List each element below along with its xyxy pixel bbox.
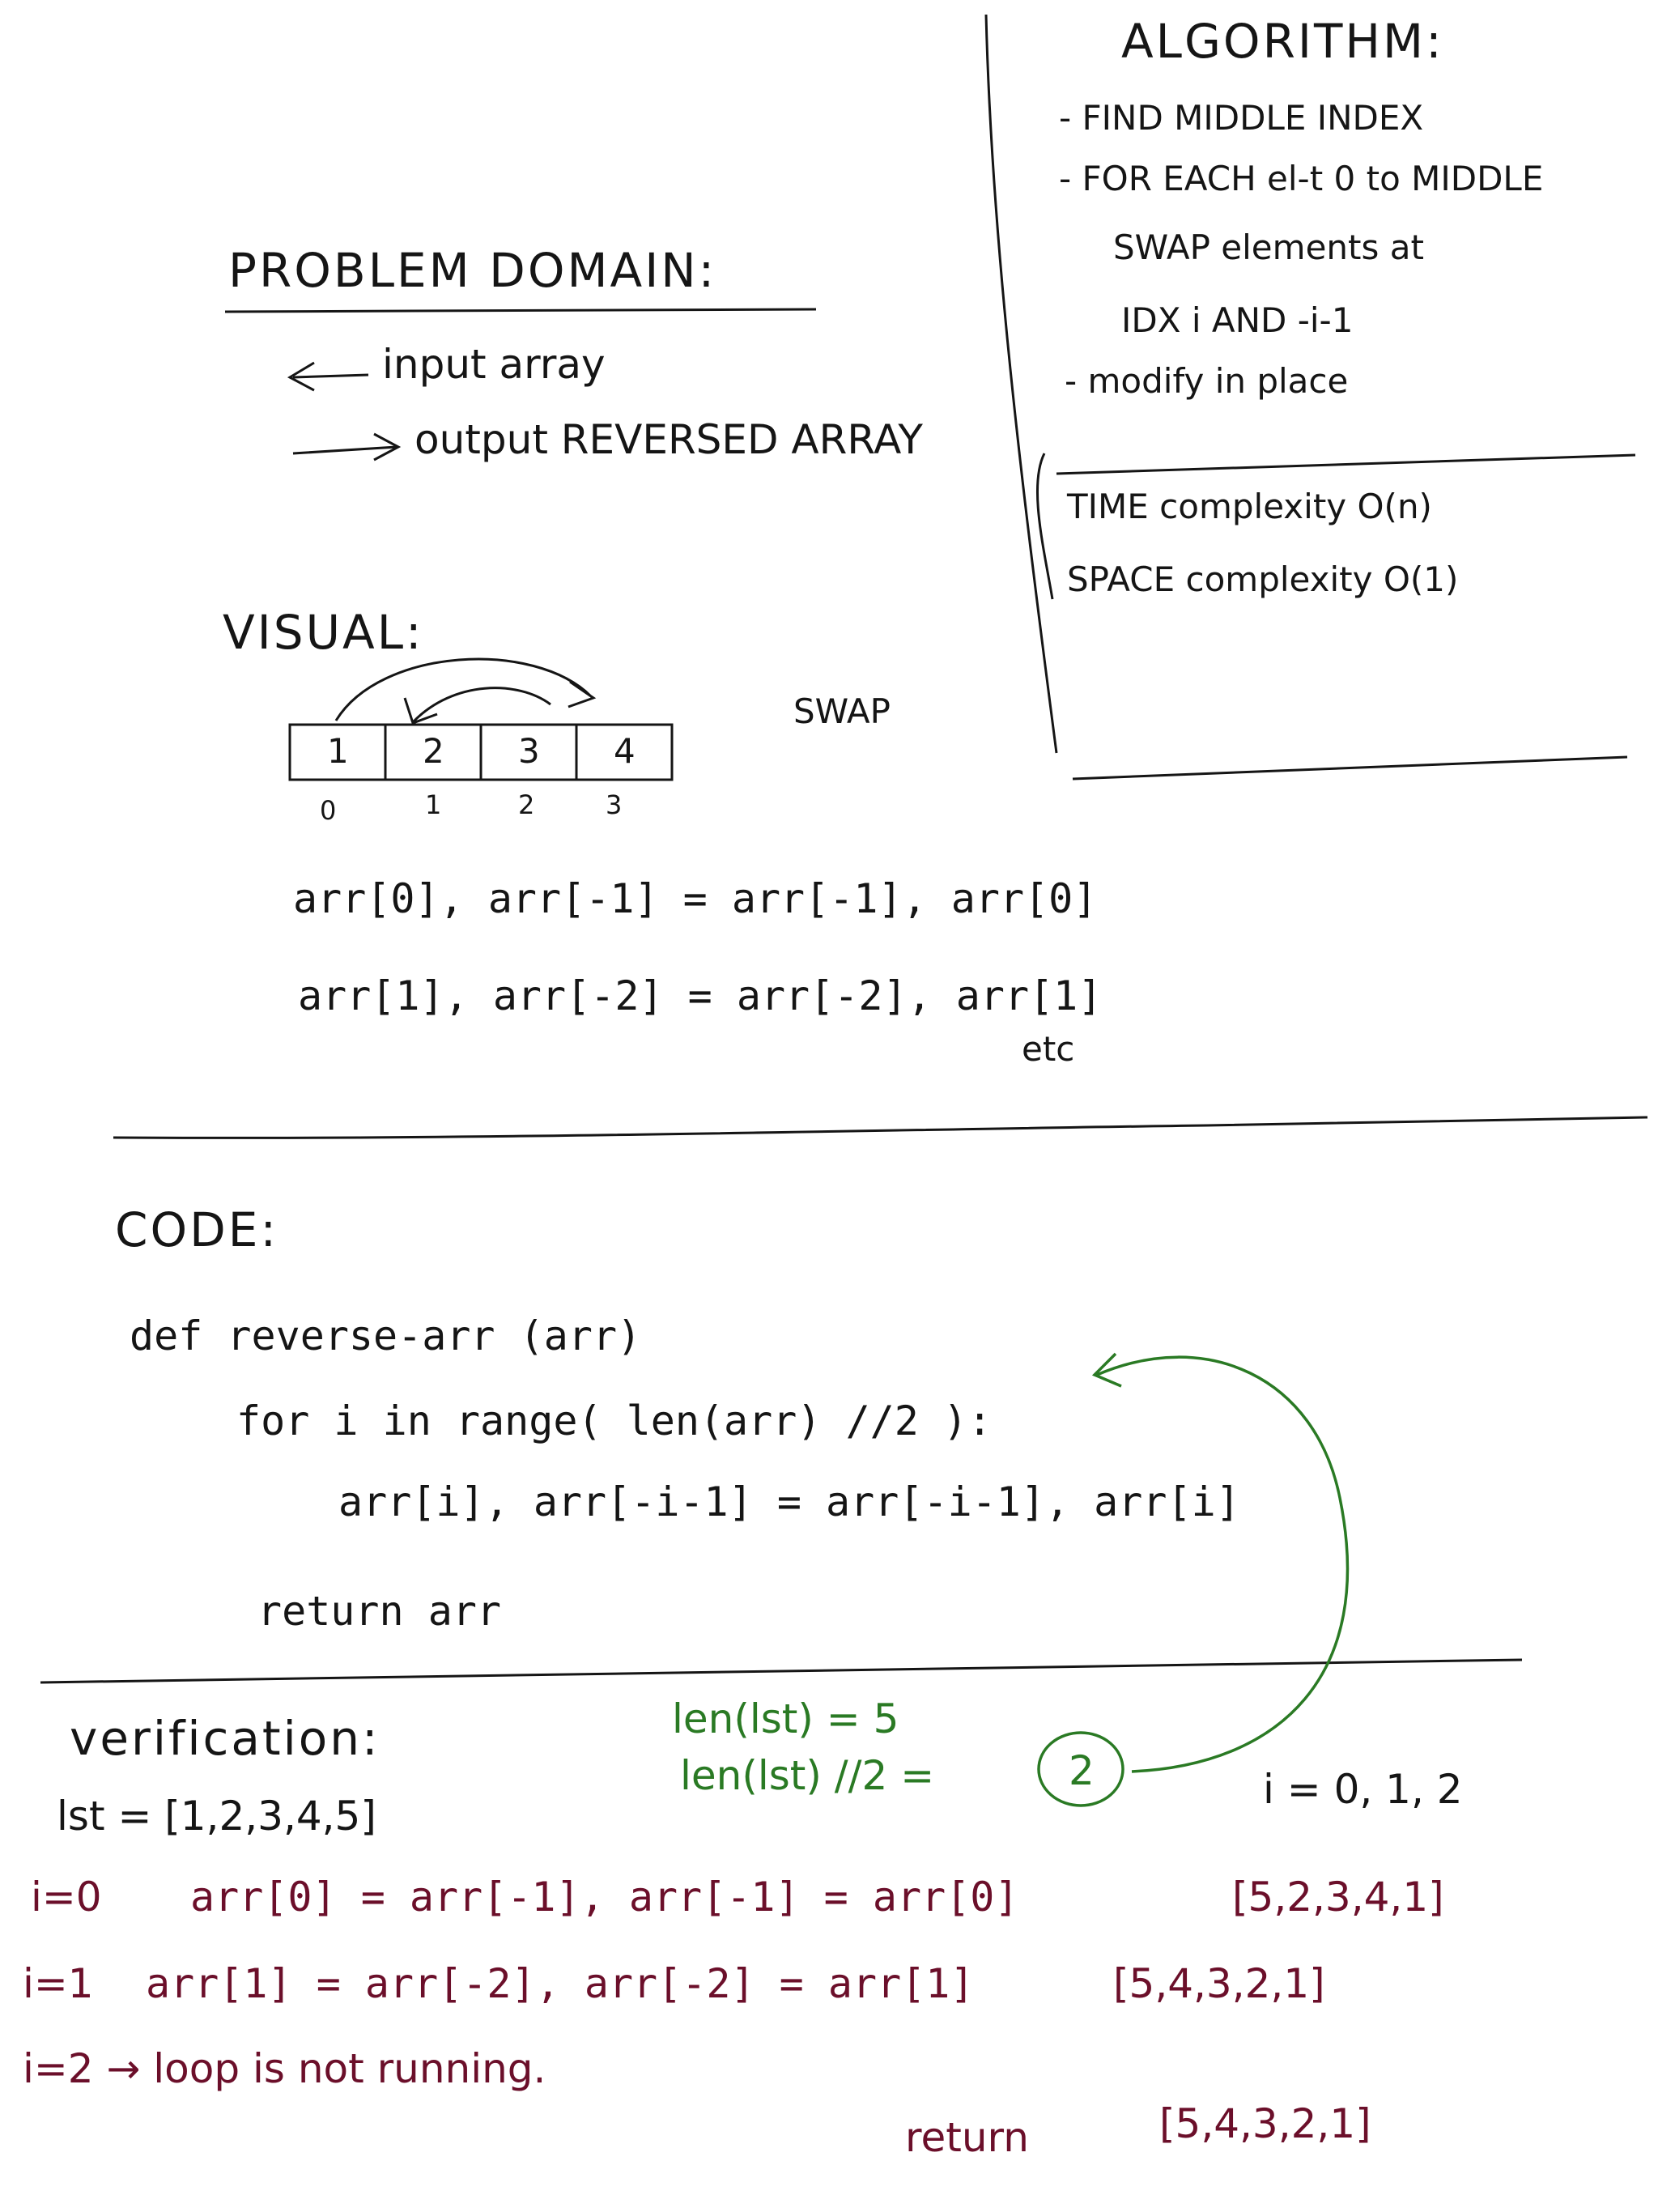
visual-title: VISUAL: xyxy=(223,605,424,660)
algorithm-separator xyxy=(1056,453,1636,475)
array-index-0: 0 xyxy=(320,795,337,826)
input-arrow-line xyxy=(287,361,369,392)
output-arrow-line xyxy=(292,432,402,462)
row1-expression: arr[1] = arr[-2], arr[-2] = arr[1] xyxy=(146,1960,975,2007)
row2-text: i=2 → loop is not running. xyxy=(23,2045,546,2092)
array-index-2: 2 xyxy=(518,789,535,820)
row0-result: [5,2,3,4,1] xyxy=(1232,1874,1444,1921)
complexity-bracket xyxy=(1035,453,1054,600)
verification-half-value: 2 xyxy=(1069,1747,1095,1794)
algorithm-step-2: - FOR EACH el-t 0 to MIDDLE xyxy=(1059,159,1544,198)
verification-i-values: i = 0, 1, 2 xyxy=(1263,1766,1463,1813)
verification-half: len(lst) //2 = xyxy=(680,1752,935,1799)
row1-result: [5,4,3,2,1] xyxy=(1113,1960,1325,2007)
verification-len: len(lst) = 5 xyxy=(672,1695,899,1742)
visual-equation-1: arr[0], arr[-1] = arr[-1], arr[0] xyxy=(293,875,1098,922)
visual-etc: etc xyxy=(1022,1029,1075,1069)
array-index-1: 1 xyxy=(425,789,442,820)
code-line-4: return arr xyxy=(257,1588,502,1635)
verification-title: verification: xyxy=(70,1711,380,1766)
array-cell-4: 4 xyxy=(614,731,636,771)
array-cell-3: 3 xyxy=(518,731,540,771)
array-boxes xyxy=(288,723,674,781)
array-cell-1: 1 xyxy=(327,731,349,771)
verification-lst: lst = [1,2,3,4,5] xyxy=(57,1793,376,1840)
swap-arc-inner xyxy=(403,687,551,725)
algorithm-step-3: SWAP elements at xyxy=(1113,228,1424,267)
row0-expression: arr[0] = arr[-1], arr[-1] = arr[0] xyxy=(190,1874,1019,1921)
array-index-3: 3 xyxy=(606,789,623,820)
array-cell-2: 2 xyxy=(423,731,444,771)
swap-label: SWAP xyxy=(793,691,891,731)
code-line-3: arr[i], arr[-i-1] = arr[-i-1], arr[i] xyxy=(338,1478,1240,1525)
green-loop-arrow xyxy=(1091,1352,1350,1773)
problem-input-text: input array xyxy=(382,341,606,388)
algorithm-step-5: - modify in place xyxy=(1065,361,1349,401)
swap-arc-outer xyxy=(334,657,597,721)
space-complexity: SPACE complexity O(1) xyxy=(1067,559,1459,599)
visual-equation-2: arr[1], arr[-2] = arr[-2], arr[1] xyxy=(298,972,1103,1019)
visual-separator xyxy=(113,1116,1648,1139)
code-title: CODE: xyxy=(115,1202,278,1257)
problem-output-text: output REVERSED ARRAY xyxy=(414,416,923,463)
green-circle xyxy=(1037,1731,1124,1807)
algorithm-step-1: - FIND MIDDLE INDEX xyxy=(1059,98,1424,138)
return-word: return xyxy=(905,2114,1029,2161)
problem-domain-title: PROBLEM DOMAIN: xyxy=(228,243,717,298)
row0-label: i=0 xyxy=(31,1874,102,1921)
code-separator xyxy=(40,1658,1523,1684)
row1-label: i=1 xyxy=(23,1960,94,2007)
problem-domain-underline xyxy=(224,308,817,313)
code-line-1: def reverse-arr (arr) xyxy=(130,1312,642,1359)
code-line-2: for i in range( len(arr) //2 ): xyxy=(236,1397,993,1444)
algorithm-step-4: IDX i AND -i-1 xyxy=(1121,300,1354,340)
algorithm-title: ALGORITHM: xyxy=(1121,14,1444,69)
complexity-bottom-line xyxy=(1072,755,1628,781)
vertical-divider xyxy=(984,14,1058,754)
time-complexity: TIME complexity O(n) xyxy=(1067,487,1432,526)
return-value: [5,4,3,2,1] xyxy=(1159,2100,1371,2147)
